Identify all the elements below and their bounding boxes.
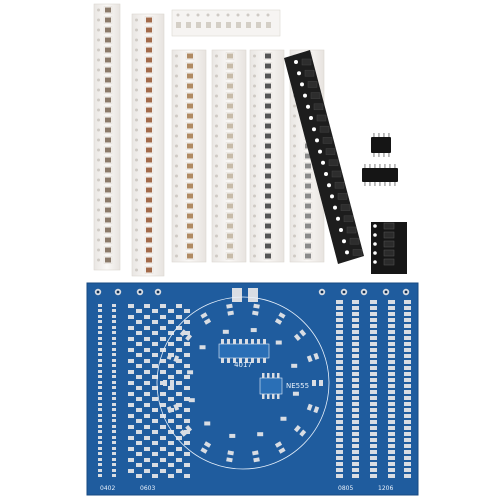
led-pad (306, 352, 320, 363)
sot-transistor-tape (371, 222, 407, 274)
led-pad (306, 403, 320, 414)
tape-strip-1 (93, 3, 121, 271)
size-label-1206: 1206 (378, 485, 393, 492)
led-pad (163, 380, 174, 386)
led-ring (156, 296, 330, 470)
pcb-board: 4017 NE555 0402 0603 0805 1206 (86, 282, 419, 496)
led-pad (226, 450, 234, 463)
led-pad (179, 425, 193, 437)
size-label-0603: 0603 (140, 485, 155, 492)
led-pad (274, 312, 286, 325)
tape-strip-black (284, 50, 364, 264)
led-pad (200, 441, 212, 454)
led-pad (200, 312, 212, 325)
led-pad (166, 403, 180, 414)
tape-strip-3 (171, 49, 207, 263)
led-pad (166, 352, 180, 363)
size-label-0402: 0402 (100, 485, 115, 492)
led-pad (293, 425, 307, 437)
ne555-label: NE555 (286, 382, 309, 390)
led-pad (293, 329, 307, 341)
led-pad (252, 303, 260, 316)
component-tapes (93, 3, 364, 277)
pcb-pads (98, 288, 411, 478)
tape-strip-2 (131, 13, 165, 277)
soic8-chip (371, 133, 391, 157)
tape-strip-4 (211, 49, 247, 263)
led-pad (179, 329, 193, 341)
ic-ne555-footprint: NE555 (259, 373, 309, 399)
led-pad (252, 450, 260, 463)
size-label-0805: 0805 (338, 485, 353, 492)
tape-strip-horizontal (171, 9, 281, 37)
led-pad (312, 380, 323, 386)
soic14-chip (362, 164, 398, 186)
led-pad (274, 441, 286, 454)
ic-4017-footprint: 4017 (218, 339, 270, 369)
ic-4017-label: 4017 (234, 361, 252, 369)
led-pad (226, 303, 234, 316)
pcb-mounting-holes (94, 288, 410, 296)
tape-strip-5 (249, 49, 285, 263)
footprint-size-labels: 0402 0603 0805 1206 (100, 485, 393, 492)
